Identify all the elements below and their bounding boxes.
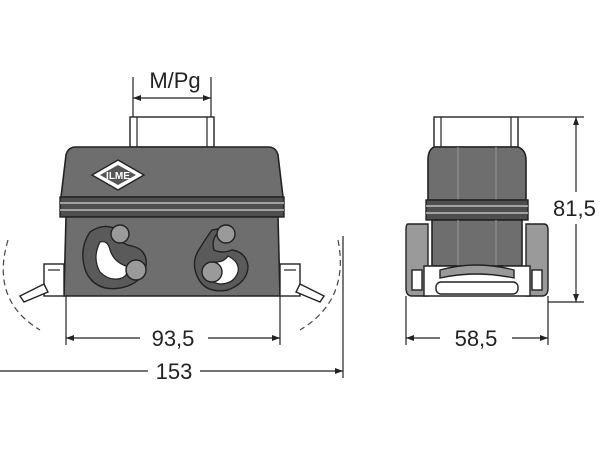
side-cable-entry-boss	[433, 116, 519, 148]
side-right-bracket-slot	[531, 269, 543, 291]
thread-arrow-left	[133, 95, 141, 101]
inner-arrow-left	[66, 335, 74, 341]
side-ribbed-band	[425, 199, 529, 221]
side-lever	[439, 264, 515, 279]
side-depth-dimension: 58,5	[405, 296, 549, 351]
side-depth-label: 58,5	[455, 326, 498, 351]
right-locking-peg	[216, 224, 236, 244]
inner-arrow-right	[272, 335, 280, 341]
left-lever-swing-arc	[2, 239, 41, 331]
left-tab-block	[43, 263, 65, 297]
left-tab-flange	[18, 283, 49, 303]
side-left-bracket-slot	[411, 269, 423, 291]
left-mounting-tab	[18, 263, 65, 303]
right-mounting-tab	[279, 263, 326, 303]
left-locking-peg	[110, 224, 130, 244]
height-dimension: 81,5	[518, 116, 596, 303]
left-locking-lever	[82, 224, 147, 290]
total-width-dimension: 153	[0, 236, 344, 384]
ribbed-band	[59, 196, 285, 218]
logo-letters: ILME	[106, 171, 130, 182]
total-width-label: 153	[156, 359, 193, 384]
side-lever-grip	[435, 281, 519, 295]
depth-arrow-left	[406, 335, 414, 341]
right-lever-pivot	[201, 261, 223, 283]
logo-inner	[100, 165, 136, 185]
height-arrow-top	[573, 117, 579, 125]
total-arrow-right	[335, 368, 343, 374]
housing-hood	[60, 146, 284, 198]
left-lever-pivot	[125, 259, 147, 281]
side-view: 58,5 81,5	[405, 116, 596, 351]
right-tab-flange	[295, 283, 326, 303]
thread-dimension: M/Pg	[132, 68, 212, 117]
height-arrow-bottom	[573, 294, 579, 302]
height-label: 81,5	[553, 196, 596, 221]
thread-label: M/Pg	[149, 68, 200, 93]
inner-width-dimension: 93,5	[65, 296, 281, 351]
manufacturer-logo: ILME	[90, 159, 146, 191]
right-lever-swing-arc	[299, 239, 341, 331]
depth-arrow-right	[540, 335, 548, 341]
side-housing-base	[431, 219, 523, 267]
right-locking-lever	[193, 224, 249, 292]
side-housing-hood	[427, 146, 527, 201]
inner-width-label: 93,5	[152, 326, 195, 351]
thread-arrow-right	[203, 95, 211, 101]
cable-entry-boss	[129, 116, 215, 148]
front-view: ILME	[0, 68, 344, 384]
right-tab-block	[279, 263, 301, 297]
